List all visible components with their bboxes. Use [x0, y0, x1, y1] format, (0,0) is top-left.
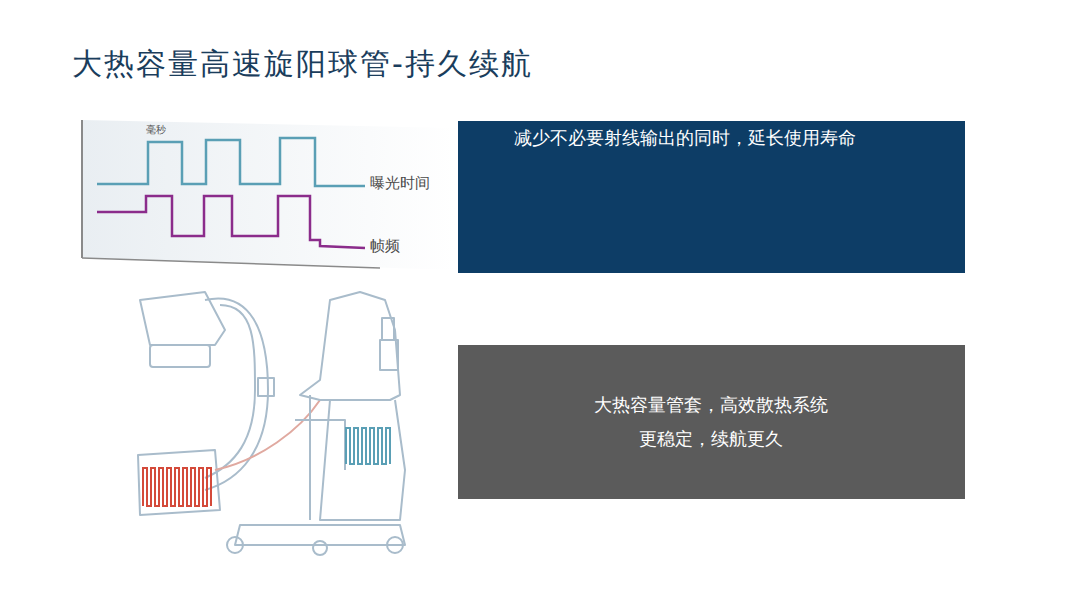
box-text: 减少不必要射线输出的同时，延长使用寿命 — [514, 121, 856, 155]
waveform-chart — [82, 120, 455, 270]
signal-label: 帧频 — [370, 237, 400, 256]
c-arm-drawing — [138, 292, 405, 555]
unit-label: 毫秒 — [146, 123, 166, 137]
slide-title: 大热容量高速旋阳球管-持久续航 — [72, 44, 533, 85]
cooling-coils — [143, 428, 390, 506]
signal-label: 曝光时间 — [370, 174, 430, 193]
feature-box: 减少不必要射线输出的同时，延长使用寿命 — [458, 121, 965, 273]
box-text: 大热容量管套，高效散热系统 更稳定，续航更久 — [592, 388, 831, 456]
coil-stroke — [346, 428, 390, 464]
feature-box: 大热容量管套，高效散热系统 更稳定，续航更久 — [458, 345, 965, 499]
coil-stroke — [143, 468, 211, 506]
